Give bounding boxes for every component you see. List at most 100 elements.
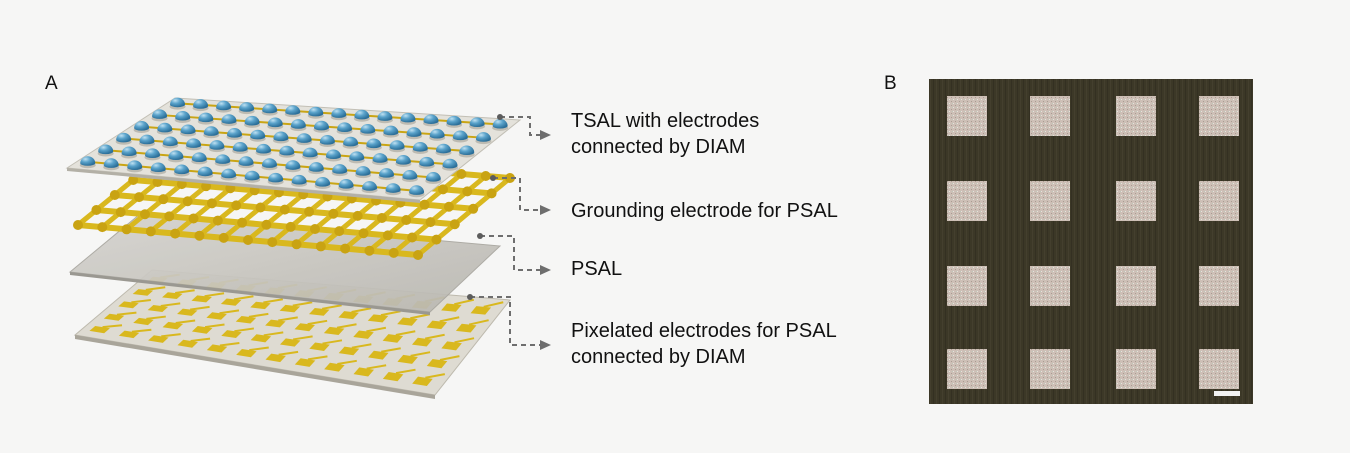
arrowhead-icon bbox=[540, 265, 551, 275]
electrode-pad bbox=[426, 359, 448, 369]
micrograph-pad bbox=[1199, 349, 1239, 389]
mesh-node bbox=[128, 175, 139, 185]
dome-icon bbox=[238, 156, 254, 166]
micrograph-pad bbox=[947, 181, 987, 221]
electrode-trace bbox=[145, 286, 166, 291]
annotation-pixelated: Pixelated electrodes for PSAL connected … bbox=[571, 318, 837, 370]
dome-icon bbox=[215, 154, 231, 164]
electrode-trace bbox=[219, 309, 240, 315]
dome-icon bbox=[244, 170, 260, 181]
electrode-trace bbox=[131, 298, 151, 304]
electrode-pad bbox=[412, 376, 433, 387]
dome-icon bbox=[325, 149, 341, 160]
electrode-trace bbox=[116, 311, 137, 316]
mesh-node bbox=[352, 210, 363, 221]
electrode-pad bbox=[338, 311, 359, 320]
electrode-pad bbox=[206, 312, 227, 320]
dome-icon bbox=[377, 111, 393, 121]
electrode-trace bbox=[425, 373, 446, 379]
electrode-pad bbox=[206, 344, 228, 353]
electrode-pad bbox=[323, 326, 345, 336]
mesh-node bbox=[188, 213, 199, 224]
mesh-node bbox=[328, 208, 339, 219]
dome-icon bbox=[262, 158, 277, 168]
micrograph-pad bbox=[947, 266, 987, 306]
electrode-trace bbox=[454, 298, 475, 306]
leader-line-psal bbox=[480, 235, 540, 271]
electrode-pad bbox=[148, 335, 169, 343]
electrode-trace bbox=[307, 355, 328, 361]
electrode-pad bbox=[133, 317, 154, 326]
electrode-pad bbox=[118, 301, 139, 309]
leader-line-pixelated bbox=[470, 296, 540, 346]
dome-icon bbox=[262, 103, 278, 114]
electrode-trace bbox=[263, 331, 284, 337]
dome-icon bbox=[395, 155, 411, 165]
arrowhead-icon bbox=[540, 205, 551, 215]
dome-icon bbox=[268, 172, 284, 183]
arrowhead-icon bbox=[540, 130, 551, 140]
dome-icon bbox=[152, 109, 168, 119]
dome-icon bbox=[360, 124, 376, 134]
electrode-pad bbox=[177, 308, 198, 316]
dome-icon bbox=[372, 153, 388, 163]
electrode-trace bbox=[190, 337, 211, 342]
annotation-tsal-line1: TSAL with electrodes bbox=[571, 110, 760, 132]
mesh-node bbox=[413, 250, 423, 260]
mesh-node bbox=[139, 209, 150, 220]
mesh-node bbox=[449, 219, 460, 230]
dome-icon bbox=[174, 164, 190, 175]
micrograph-pad bbox=[1030, 181, 1070, 221]
mesh-node bbox=[261, 219, 272, 230]
dome-icon bbox=[80, 156, 96, 166]
electrode-trace bbox=[395, 330, 416, 337]
dome-icon bbox=[216, 100, 232, 111]
electrode-trace bbox=[131, 328, 152, 333]
electrode-pad bbox=[294, 323, 315, 332]
dome-icon bbox=[221, 168, 237, 179]
mesh-node bbox=[158, 194, 169, 205]
dome-icon bbox=[349, 151, 365, 161]
electrode-trace bbox=[161, 333, 181, 338]
electrode-trace bbox=[395, 368, 416, 375]
mesh-node bbox=[480, 171, 491, 181]
mesh-node bbox=[486, 188, 497, 199]
electrode-trace bbox=[336, 323, 357, 329]
electrode-trace bbox=[410, 351, 431, 357]
dome-icon bbox=[145, 148, 160, 159]
dome-icon bbox=[425, 172, 441, 182]
dome-icon bbox=[291, 174, 307, 185]
mesh-node bbox=[212, 215, 223, 226]
electrode-trace bbox=[102, 324, 123, 329]
dome-icon bbox=[244, 115, 260, 126]
mesh-node bbox=[121, 224, 132, 235]
mesh-node bbox=[255, 202, 266, 213]
mesh-node bbox=[285, 221, 296, 232]
dome-icon bbox=[402, 170, 418, 180]
dome-icon bbox=[315, 176, 331, 187]
panel-b-label: B bbox=[884, 73, 897, 94]
mesh-node bbox=[431, 234, 442, 245]
micrograph-pad bbox=[1199, 266, 1239, 306]
micrograph-pad bbox=[947, 96, 987, 136]
dome-icon bbox=[186, 138, 202, 148]
micrograph-pad bbox=[1116, 96, 1156, 136]
electrode-pad bbox=[353, 330, 374, 339]
mesh-node bbox=[134, 192, 145, 203]
dome-icon bbox=[239, 102, 255, 112]
dome-icon bbox=[180, 124, 196, 135]
dome-icon bbox=[162, 136, 178, 147]
mesh-node bbox=[456, 169, 467, 179]
mesh-node bbox=[109, 190, 120, 200]
electrode-pad bbox=[368, 350, 389, 360]
dome-icon bbox=[379, 168, 394, 178]
dome-icon bbox=[319, 134, 335, 145]
electrode-pad bbox=[250, 301, 271, 310]
mesh-node bbox=[218, 232, 229, 243]
mesh-node bbox=[73, 220, 83, 230]
electrode-pad bbox=[177, 339, 198, 348]
annotation-pixelated-line2: connected by DIAM bbox=[571, 346, 746, 368]
electrode-pad bbox=[309, 342, 330, 351]
electrode-micrograph bbox=[929, 79, 1253, 404]
mesh-node bbox=[364, 245, 375, 256]
